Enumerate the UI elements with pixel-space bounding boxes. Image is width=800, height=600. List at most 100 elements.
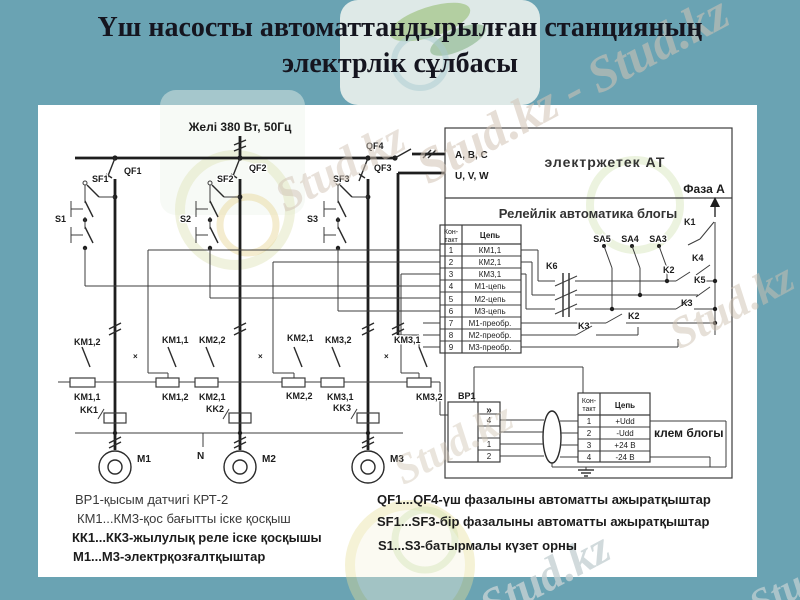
k3-lower-label: K3 bbox=[578, 321, 590, 331]
qf3-label: QF3 bbox=[374, 163, 392, 173]
relay-table-header-c1a: Кон- bbox=[444, 229, 459, 236]
mech-link-2: × bbox=[258, 352, 263, 361]
s2-label: S2 bbox=[180, 214, 191, 224]
relay-row-6-val: М3-цепь bbox=[474, 307, 505, 316]
relay-row-4-num: 4 bbox=[449, 282, 454, 291]
drive-block: электржетек АТ A, B, C U, V, W Релейлік … bbox=[444, 127, 733, 479]
legend-qf: QF1...QF4-үш фазалыны автоматты ажыратқы… bbox=[377, 492, 711, 507]
breaker-qf1: QF1 bbox=[105, 157, 143, 450]
legend-bp1: ВР1-қысым датчигі КРТ-2 bbox=[75, 492, 229, 507]
k4-label: K4 bbox=[692, 253, 704, 263]
relay-row-3-num: 3 bbox=[449, 270, 454, 279]
motors: M1 M2 M3 bbox=[98, 436, 404, 484]
relay-row-9-num: 9 bbox=[449, 343, 454, 352]
relay-row-5-num: 5 bbox=[449, 295, 454, 304]
relay-row-8-val: М2-преобр. bbox=[469, 331, 512, 340]
bp1-pin-3: 1 bbox=[487, 440, 492, 449]
terminal-block-title: клем блогы bbox=[654, 426, 724, 440]
pressure-sensor-block: BP1 » 4 1 2 bbox=[447, 366, 584, 463]
title-line-1: Үш насосты автоматтандырылған станцияның bbox=[97, 12, 703, 43]
relay-row-9-val: М3-преобр. bbox=[469, 343, 512, 352]
k5-label: K5 bbox=[694, 275, 706, 285]
cable bbox=[500, 410, 578, 464]
km31-coil-label: KM3,1 bbox=[327, 392, 354, 402]
contactor-coils: KM1,1 KM1,2 KM2,1 KM2,2 KM3,1 KM3,2 bbox=[58, 377, 448, 416]
relay-row-2-num: 2 bbox=[449, 258, 454, 267]
pushbutton-s3: S3 bbox=[306, 185, 347, 311]
km21-coil-label: KM2,1 bbox=[199, 392, 226, 402]
page-title: Үш насосты автоматтандырылған станцияның… bbox=[0, 10, 800, 83]
m3-label: M3 bbox=[390, 454, 404, 465]
qf1-label: QF1 bbox=[124, 166, 142, 176]
sa3-label: SA3 bbox=[649, 234, 667, 244]
mech-link-3: × bbox=[384, 352, 389, 361]
m2-label: M2 bbox=[262, 454, 276, 465]
s3-label: S3 bbox=[307, 214, 318, 224]
bp1-pin-1: 4 bbox=[487, 416, 492, 425]
legend-sf: SF1...SF3-бір фазалыны автоматты ажыратқ… bbox=[377, 514, 710, 529]
sa4-label: SA4 bbox=[621, 234, 639, 244]
supply-label: Желі 380 Вт, 50Гц bbox=[188, 120, 292, 134]
terminal-row-4-num: 4 bbox=[587, 453, 592, 462]
title-line-2: электрлік сұлбасы bbox=[282, 48, 518, 80]
relay-row-2-val: КМ2,1 bbox=[479, 258, 502, 267]
terminal-block: Кон- такт Цепь 1 +Udd 2 -Udd 3 +24 В 4 -… bbox=[551, 392, 727, 477]
bottom-rail: N bbox=[75, 430, 403, 462]
relay-row-1-val: КМ1,1 bbox=[479, 246, 502, 255]
km12-coil-label: KM1,2 bbox=[162, 392, 189, 402]
m1-label: M1 bbox=[137, 454, 151, 465]
relay-row-4-val: М1-цепь bbox=[474, 282, 505, 291]
km21-contact-label: KM2,1 bbox=[287, 333, 314, 343]
terminal-header-c1b: такт bbox=[582, 406, 596, 413]
kk3-label: KK3 bbox=[333, 403, 351, 413]
input-abc-label: A, B, C bbox=[455, 150, 488, 161]
uvw-feed bbox=[396, 171, 445, 347]
terminal-row-3-num: 3 bbox=[587, 441, 592, 450]
relay-row-7-num: 7 bbox=[449, 319, 454, 328]
km32-coil-label: KM3,2 bbox=[416, 392, 443, 402]
ground-symbol bbox=[578, 467, 594, 477]
s1-label: S1 bbox=[55, 214, 66, 224]
sf3-label: SF3 bbox=[333, 174, 350, 184]
sa5-label: SA5 bbox=[593, 234, 611, 244]
bp1-arrow-symbol: » bbox=[486, 405, 492, 416]
kk1-label: KK1 bbox=[80, 405, 98, 415]
breaker-qf2: QF2 bbox=[230, 157, 268, 450]
phase-a-label: Фаза А bbox=[683, 182, 725, 196]
pushbutton-s1: S1 bbox=[54, 185, 94, 286]
qf2-label: QF2 bbox=[249, 163, 267, 173]
relay-logic: K6 SA5 SA4 SA3 K2 K3 K1 Фаза А K4 bbox=[521, 182, 725, 348]
neutral-label: N bbox=[197, 451, 204, 462]
relay-row-5-val: М2-цепь bbox=[474, 295, 505, 304]
legend-s: S1...S3-батырмалы күзет орны bbox=[378, 538, 578, 553]
fuse-sf2: SF2 bbox=[207, 173, 243, 200]
terminal-row-2-num: 2 bbox=[587, 429, 592, 438]
relay-row-7-val: М1-преобр. bbox=[469, 319, 512, 328]
relay-table-header-c1b: такт bbox=[444, 237, 458, 244]
fuse-sf1: SF1 bbox=[82, 173, 118, 200]
km22-contact-label: KM2,2 bbox=[199, 335, 226, 345]
relay-table-header-c2: Цепь bbox=[480, 231, 500, 240]
km32-contact-label: KM3,2 bbox=[325, 335, 352, 345]
terminal-row-1-num: 1 bbox=[587, 417, 592, 426]
k1-label: K1 bbox=[684, 217, 696, 227]
km31-contact-label: KM3,1 bbox=[394, 335, 421, 345]
thermal-relays: KK1 KK2 KK3 bbox=[79, 402, 380, 424]
legend-km: КМ1...КМ3-қос бағытты іске қосқыш bbox=[77, 511, 291, 526]
terminal-header-c1a: Кон- bbox=[582, 398, 597, 405]
mech-link-1: × bbox=[133, 352, 138, 361]
bp1-pin-4: 2 bbox=[487, 452, 492, 461]
kk2-label: KK2 bbox=[206, 404, 224, 414]
km12-contact-label: KM1,2 bbox=[74, 337, 101, 347]
relay-table: Кон- такт Цепь 1 КМ1,1 2 КМ2,1 3 КМ3,1 4… bbox=[423, 224, 522, 354]
fuse-sf3: SF3 bbox=[332, 173, 371, 200]
k2-label: K2 bbox=[663, 265, 675, 275]
sf1-label: SF1 bbox=[92, 174, 109, 184]
km22-coil-label: KM2,2 bbox=[286, 391, 313, 401]
km11-coil-label: KM1,1 bbox=[74, 392, 101, 402]
relay-row-8-num: 8 bbox=[449, 331, 454, 340]
input-uvw-label: U, V, W bbox=[455, 171, 489, 182]
line-hatches bbox=[108, 322, 405, 336]
k2-lower-label: K2 bbox=[628, 311, 640, 321]
k6-label: K6 bbox=[546, 261, 558, 271]
